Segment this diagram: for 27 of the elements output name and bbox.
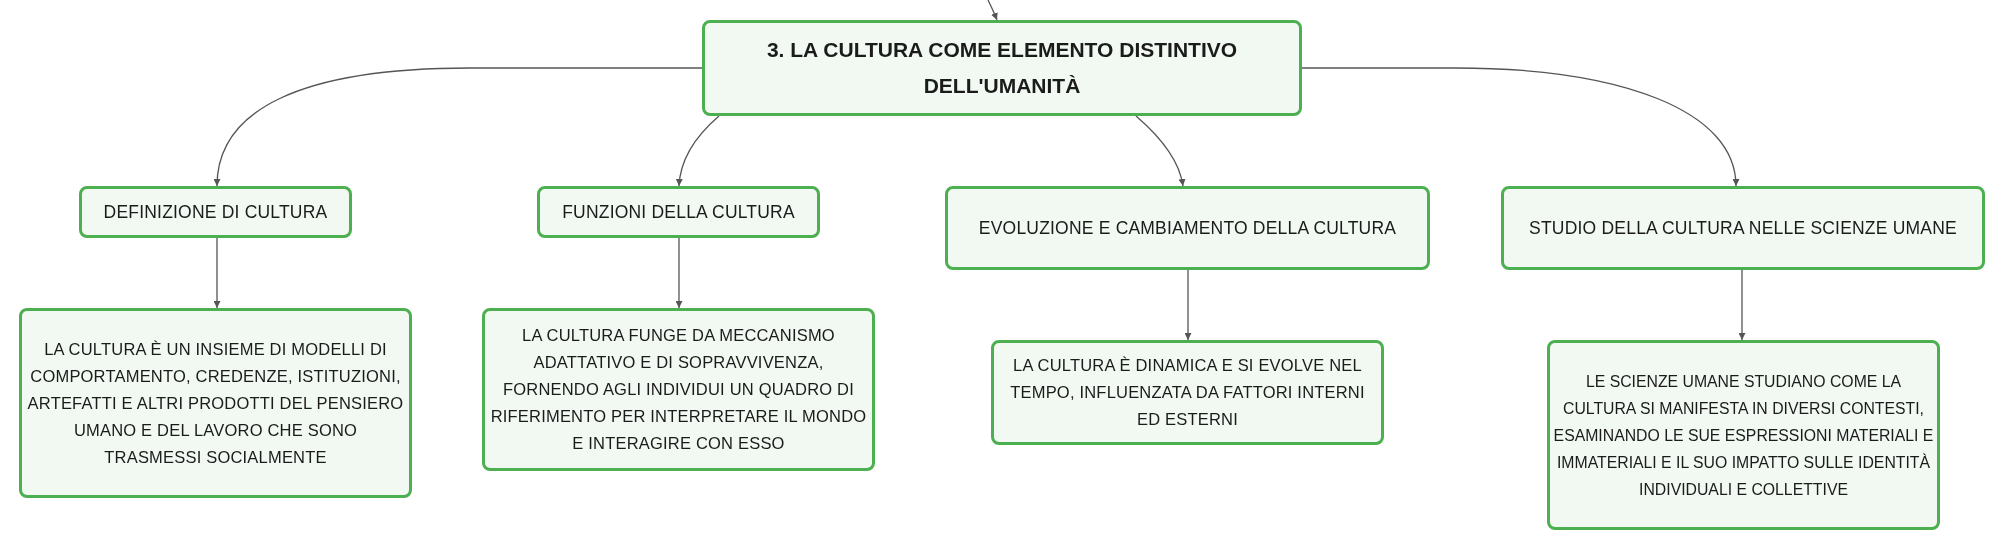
connector-arrow (675, 237, 683, 309)
connector-arrow (1738, 269, 1746, 341)
connector-arrow (987, 0, 998, 21)
subtopic-box (79, 186, 352, 238)
topic-box (702, 20, 1302, 116)
subtopic-box (1501, 186, 1985, 270)
description-box (1547, 340, 1940, 530)
description-box (991, 340, 1384, 445)
subtopic-box (537, 186, 820, 238)
node-text: EVOLUZIONE E CAMBIAMENTO DELLA CULTURA (978, 217, 1397, 239)
node-text: DEFINIZIONE DI CULTURA (103, 201, 328, 223)
node-text: LA CULTURA FUNGE DA MECCANISMO ADATTATIVO E DI SOPRAVVIVENZA, FORNENDO AGLI INDIVIDUI UN QUADRO DI RIFERIMENTO PER INTERPRETARE IL MONDO E INTERAGIRE CON ESSO (489, 325, 868, 454)
node-text: FUNZIONI DELLA CULTURA (562, 201, 795, 223)
connector-arrow (214, 67, 703, 187)
connector-arrow (1301, 67, 1739, 187)
node-text: 3. LA CULTURA COME ELEMENTO DISTINTIVO DELL'UMANITÀ (765, 37, 1239, 99)
subtopic-box (945, 186, 1430, 270)
connector-arrow (213, 237, 221, 309)
node-text: STUDIO DELLA CULTURA NELLE SCIENZE UMANE (1529, 217, 1957, 239)
node-text: LA CULTURA È DINAMICA E SI EVOLVE NEL TEMPO, INFLUENZATA DA FATTORI INTERNI ED ESTERNI (1009, 355, 1366, 430)
node-text: LA CULTURA È UN INSIEME DI MODELLI DI COMPORTAMENTO, CREDENZE, ISTITUZIONI, ARTEFATTI E ALTRI PRODOTTI DEL PENSIERO UMANO E DEL LAVORO CHE SONO TRASMESSI SOCIALMENTE (26, 338, 405, 468)
connector-arrow (676, 115, 720, 187)
node-text: LE SCIENZE UMANE STUDIANO COME LA CULTURA SI MANIFESTA IN DIVERSI CONTESTI, ESAMINANDO LE SUE ESPRESSIONI MATERIALI E IMMATERIALI E IL SUO IMPATTO SULLE IDENTITÀ INDIVIDUALI E COLLETTIVE (1552, 371, 1935, 500)
connector-arrow (1184, 269, 1192, 341)
connector-arrow (1135, 115, 1186, 187)
description-box (482, 308, 875, 471)
description-box (19, 308, 412, 498)
